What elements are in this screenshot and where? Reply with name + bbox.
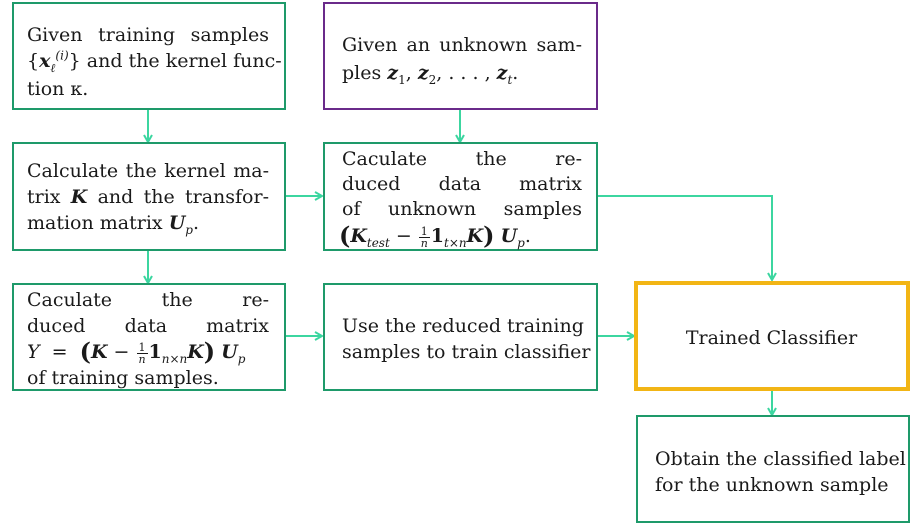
- given-training-line2: and the kernel func-: [86, 50, 282, 72]
- trained-classifier-label: Trained Classifier: [685, 327, 858, 349]
- reduced-unknown-duced: duced: [342, 173, 401, 195]
- obtain-label-line1: Obtain the classified label: [655, 448, 906, 470]
- reduced-unknown-samples: samples: [503, 198, 582, 220]
- arrow-reduced-unknown-to-classifier: [598, 195, 772, 280]
- given-training-line1: Given training samples: [27, 24, 269, 46]
- reduced-training-line4: of training samples.: [27, 367, 219, 389]
- box-given-training: Given training samples {xℓ(i)} and the k…: [12, 2, 286, 110]
- math-Up: Up.: [168, 212, 199, 237]
- reduced-training-matrix: matrix: [206, 315, 270, 337]
- kernel-line3: mation matrix: [27, 212, 163, 234]
- given-unknown-line1: Given an unknown sam-: [342, 34, 582, 56]
- math-unknown-samples: z1, z2, . . . , zt.: [387, 62, 519, 87]
- box-kernel-matrix: Calculate the kernel ma- trix K and the …: [12, 142, 286, 251]
- box-obtain-label: Obtain the classified label for the unkn…: [636, 415, 910, 523]
- box-reduced-training: Caculate the re- duced data matrix Y = (…: [12, 283, 286, 391]
- box-reduced-unknown: Caculate the re- duced data matrix of un…: [323, 142, 598, 251]
- given-training-line3: tion κ.: [27, 78, 89, 100]
- box-trained-classifier: Trained Classifier: [634, 281, 910, 391]
- train-classifier-line1: Use the reduced training: [342, 315, 584, 337]
- reduced-unknown-w1: Caculate: [342, 148, 428, 170]
- reduced-unknown-w3: re-: [555, 148, 582, 170]
- reduced-unknown-matrix: matrix: [519, 173, 583, 195]
- kernel-line2-suffix: and the transfor-: [97, 186, 269, 208]
- box-given-unknown: Given an unknown sam- ples z1, z2, . . .…: [323, 2, 598, 110]
- reduced-training-w2: the: [161, 289, 193, 311]
- reduced-training-data: data: [124, 315, 168, 337]
- train-classifier-line2: samples to train classifier: [342, 341, 591, 363]
- reduced-unknown-unknown: unknown: [387, 198, 477, 220]
- kernel-line2-prefix: trix: [27, 186, 61, 208]
- reduced-unknown-w2: the: [475, 148, 507, 170]
- obtain-label-line2: for the unknown sample: [655, 474, 889, 496]
- reduced-training-duced: duced: [27, 315, 86, 337]
- math-training-samples: {xℓ(i)}: [27, 48, 81, 75]
- given-unknown-line2: ples: [342, 62, 382, 84]
- math-K: K: [70, 186, 88, 208]
- reduced-unknown-of: of: [342, 198, 361, 220]
- box-train-classifier: Use the reduced training samples to trai…: [323, 283, 598, 391]
- reduced-training-w1: Caculate: [27, 289, 113, 311]
- reduced-unknown-data: data: [438, 173, 482, 195]
- kernel-line1: Calculate the kernel ma-: [27, 160, 269, 182]
- reduced-training-w3: re-: [242, 289, 269, 311]
